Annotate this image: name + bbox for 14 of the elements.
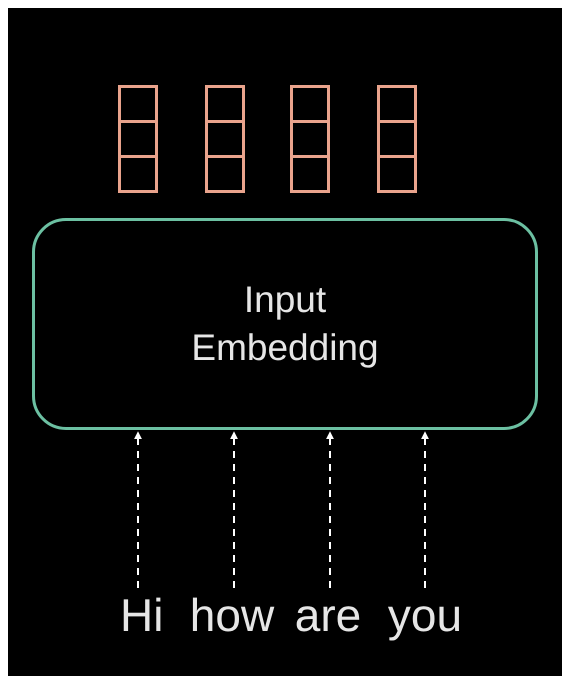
dashed-arrow [326, 431, 334, 588]
input-word: you [380, 592, 470, 640]
embedding-vector [118, 85, 158, 193]
embedding-vector [377, 85, 417, 193]
embedding-vector [205, 85, 245, 193]
dashed-arrow [421, 431, 429, 588]
input-word: Hi [120, 592, 160, 640]
dashed-arrow [134, 431, 142, 588]
input-word: are [288, 592, 368, 640]
process-box [32, 218, 538, 430]
embedding-vector [290, 85, 330, 193]
dashed-arrow [230, 431, 238, 588]
input-word: how [189, 592, 275, 640]
box-label: Input Embedding [190, 278, 380, 370]
